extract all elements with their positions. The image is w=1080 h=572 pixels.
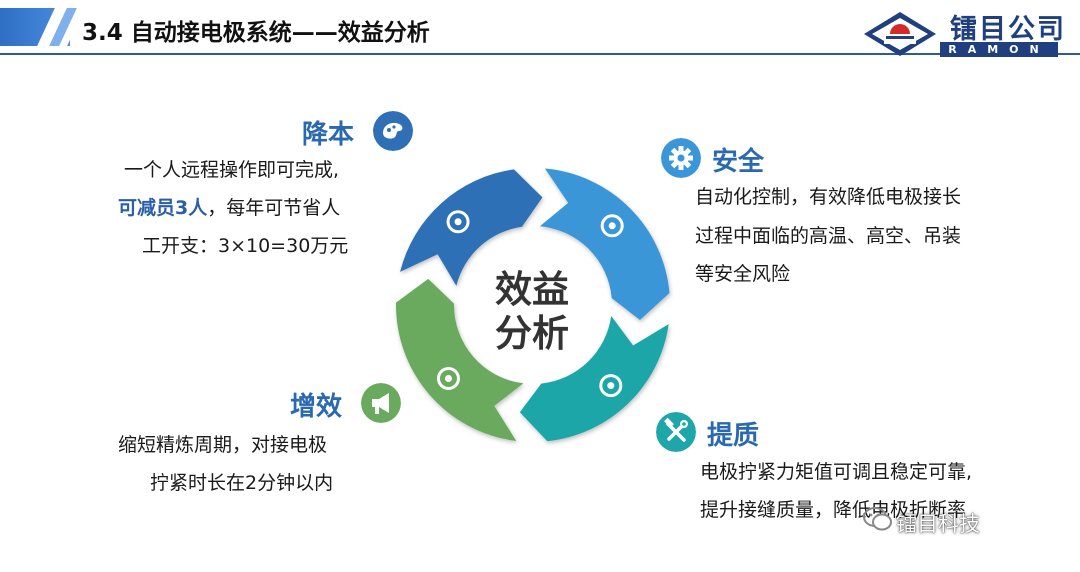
cost-segment: [400, 169, 543, 286]
efficiency-line2: 拧紧时长在2分钟以内: [150, 472, 334, 494]
center-label: 效益 分析: [472, 268, 592, 356]
megaphone-segment-icon: [436, 366, 460, 390]
header-divider: [0, 53, 1080, 55]
quality-segment: [519, 315, 669, 442]
safety-line3: 等安全风险: [695, 263, 791, 285]
logo-subtitle: RAMON: [940, 42, 1058, 57]
header: 3.4 自动接电极系统——效益分析: [0, 0, 1080, 56]
center-circle: [461, 233, 605, 377]
megaphone-icon: [361, 383, 401, 423]
safety-title: 安全: [712, 147, 765, 177]
cost-highlight: 可减员3人: [118, 197, 208, 219]
cost-line1: 一个人远程操作即可完成,: [124, 159, 340, 181]
center-label-line1: 效益: [495, 268, 569, 311]
quality-line1: 电极拧紧力矩值可调且稳定可靠,: [700, 461, 973, 483]
center-label-line2: 分析: [495, 312, 569, 355]
cost-line2-rest: ，每年可节省人: [207, 197, 341, 219]
safety-line2: 过程中面临的高温、高空、吊装: [695, 225, 962, 247]
company-logo: [864, 12, 936, 56]
tools-icon: [656, 412, 696, 452]
tools-segment-icon: [599, 374, 623, 398]
gear-segment-icon: [600, 214, 624, 238]
efficiency-title: 增效: [290, 392, 343, 422]
efficiency-segment: [396, 278, 524, 441]
safety-line1: 自动化控制，有效降低电极接长: [695, 186, 962, 208]
page-title: 3.4 自动接电极系统——效益分析: [82, 20, 430, 46]
safety-segment-icon-dot: [608, 222, 616, 230]
watermark-text: 镭目科技: [896, 512, 980, 536]
safety-segment: [539, 168, 670, 321]
wechat-icon: [863, 507, 892, 531]
gear-icon: [661, 138, 701, 178]
cost-line3: 工开支：3×10=30万元: [142, 235, 349, 257]
cost-line2: 可减员3人，每年可节省人: [118, 190, 340, 227]
efficiency-line1: 缩短精炼周期，对接电极: [118, 434, 328, 456]
palette-icon: [373, 111, 413, 151]
logo-wordmark: 镭目公司: [950, 14, 1066, 45]
efficiency-segment-icon-dot: [444, 374, 452, 382]
quality-title: 提质: [707, 421, 760, 451]
cost-title: 降本: [302, 120, 355, 150]
palette-segment-icon: [446, 210, 470, 234]
quality-segment-icon-dot: [607, 382, 615, 390]
quality-line2: 提升接缝质量，降低电极折断率: [700, 499, 967, 521]
cost-segment-icon-dot: [454, 218, 462, 226]
